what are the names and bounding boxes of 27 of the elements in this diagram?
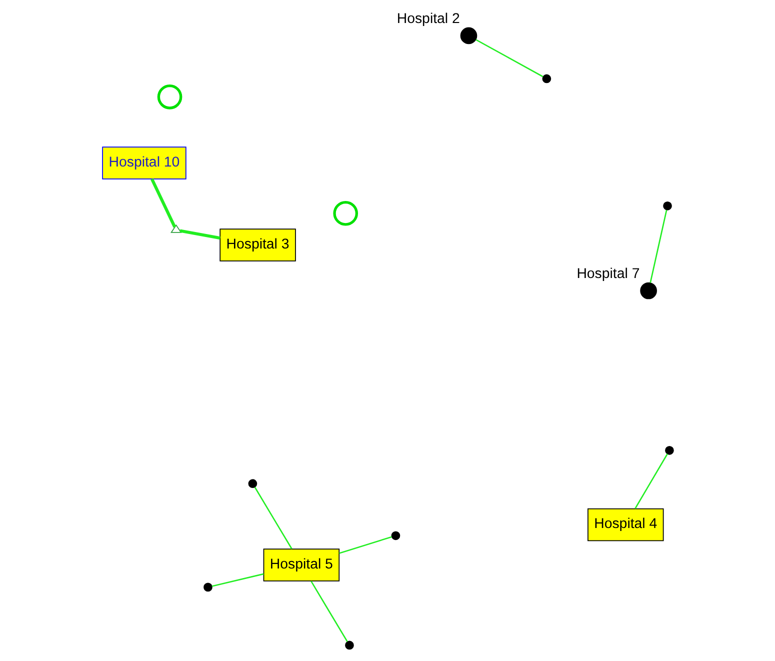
- connector: [150, 178, 176, 228]
- node-circle: [344, 640, 354, 650]
- connector: [634, 454, 668, 509]
- connector: [338, 536, 392, 554]
- node-circle: [332, 200, 358, 226]
- connector: [475, 39, 543, 78]
- node-label: Hospital 2: [396, 11, 460, 28]
- connector: [211, 573, 264, 587]
- node-box: Hospital 4: [587, 508, 664, 542]
- connector: [254, 486, 292, 550]
- node-box: Hospital 3: [219, 228, 296, 262]
- node-label: Hospital 7: [576, 266, 640, 282]
- node-circle: [664, 446, 674, 455]
- node-box: Hospital 5: [262, 548, 340, 582]
- connector: [179, 229, 220, 240]
- node-circle: [640, 282, 656, 300]
- node-circle: [203, 582, 212, 592]
- node-circle: [156, 84, 182, 110]
- connector: [310, 580, 348, 642]
- node-circle: [390, 531, 400, 540]
- node-triangle: [170, 224, 182, 233]
- node-box: Hospital 10: [102, 146, 186, 180]
- node-circle: [542, 74, 551, 84]
- node-circle: [248, 479, 257, 488]
- node-circle: [662, 201, 672, 210]
- connector: [649, 210, 667, 283]
- node-circle: [460, 27, 477, 44]
